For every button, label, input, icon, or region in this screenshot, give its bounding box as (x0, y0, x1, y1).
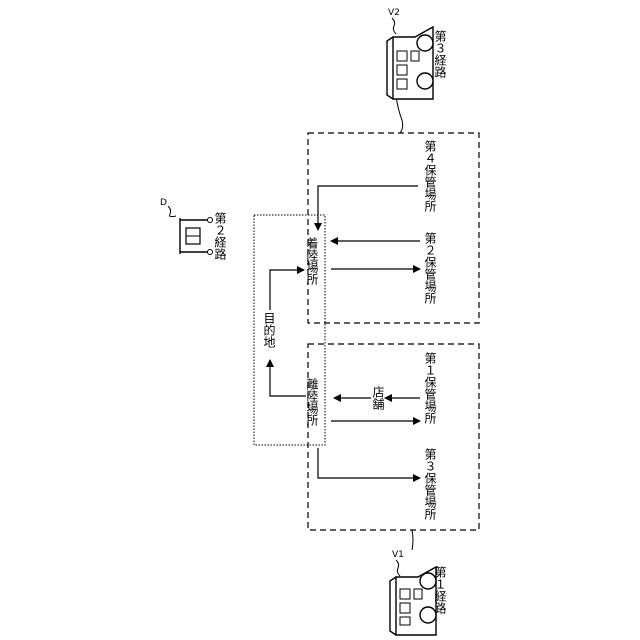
leader-v1-area (412, 530, 413, 550)
arrow-storage4-to-landing (318, 186, 418, 230)
arrow-takeoff-to-destination (270, 360, 306, 396)
drone-tag: D (160, 198, 167, 208)
route1-label: 第１経路 (434, 566, 446, 614)
leader-v2 (392, 18, 396, 34)
area-box-lower (308, 344, 479, 530)
storage1-label: 第１保管場所 (424, 352, 436, 424)
storage2-label: 第２保管場所 (424, 232, 436, 304)
car-icon (387, 27, 433, 99)
vehicle2-tag: V2 (388, 8, 400, 18)
vehicle1-tag: V1 (392, 550, 404, 560)
storage3-label: 第３保管場所 (424, 448, 436, 520)
car-icon (390, 567, 436, 635)
route2-label: 第２経路 (214, 212, 226, 260)
leader-v1 (396, 560, 400, 576)
leader-drone (168, 206, 176, 217)
takeoff-label: 離陸場所 (306, 378, 318, 426)
route3-label: 第３経路 (434, 30, 446, 78)
storage4-label: 第４保管場所 (424, 140, 436, 212)
area-box-upper (308, 133, 479, 323)
destination-label: 目的地 (263, 312, 275, 348)
store-label: 店舗 (372, 386, 384, 410)
drone-icon (180, 218, 213, 255)
leader-v2-route (396, 96, 403, 133)
arrow-takeoff-to-storage3 (318, 448, 420, 478)
arrow-destination-to-landing (270, 270, 304, 310)
landing-label: 着陸場所 (306, 237, 318, 285)
